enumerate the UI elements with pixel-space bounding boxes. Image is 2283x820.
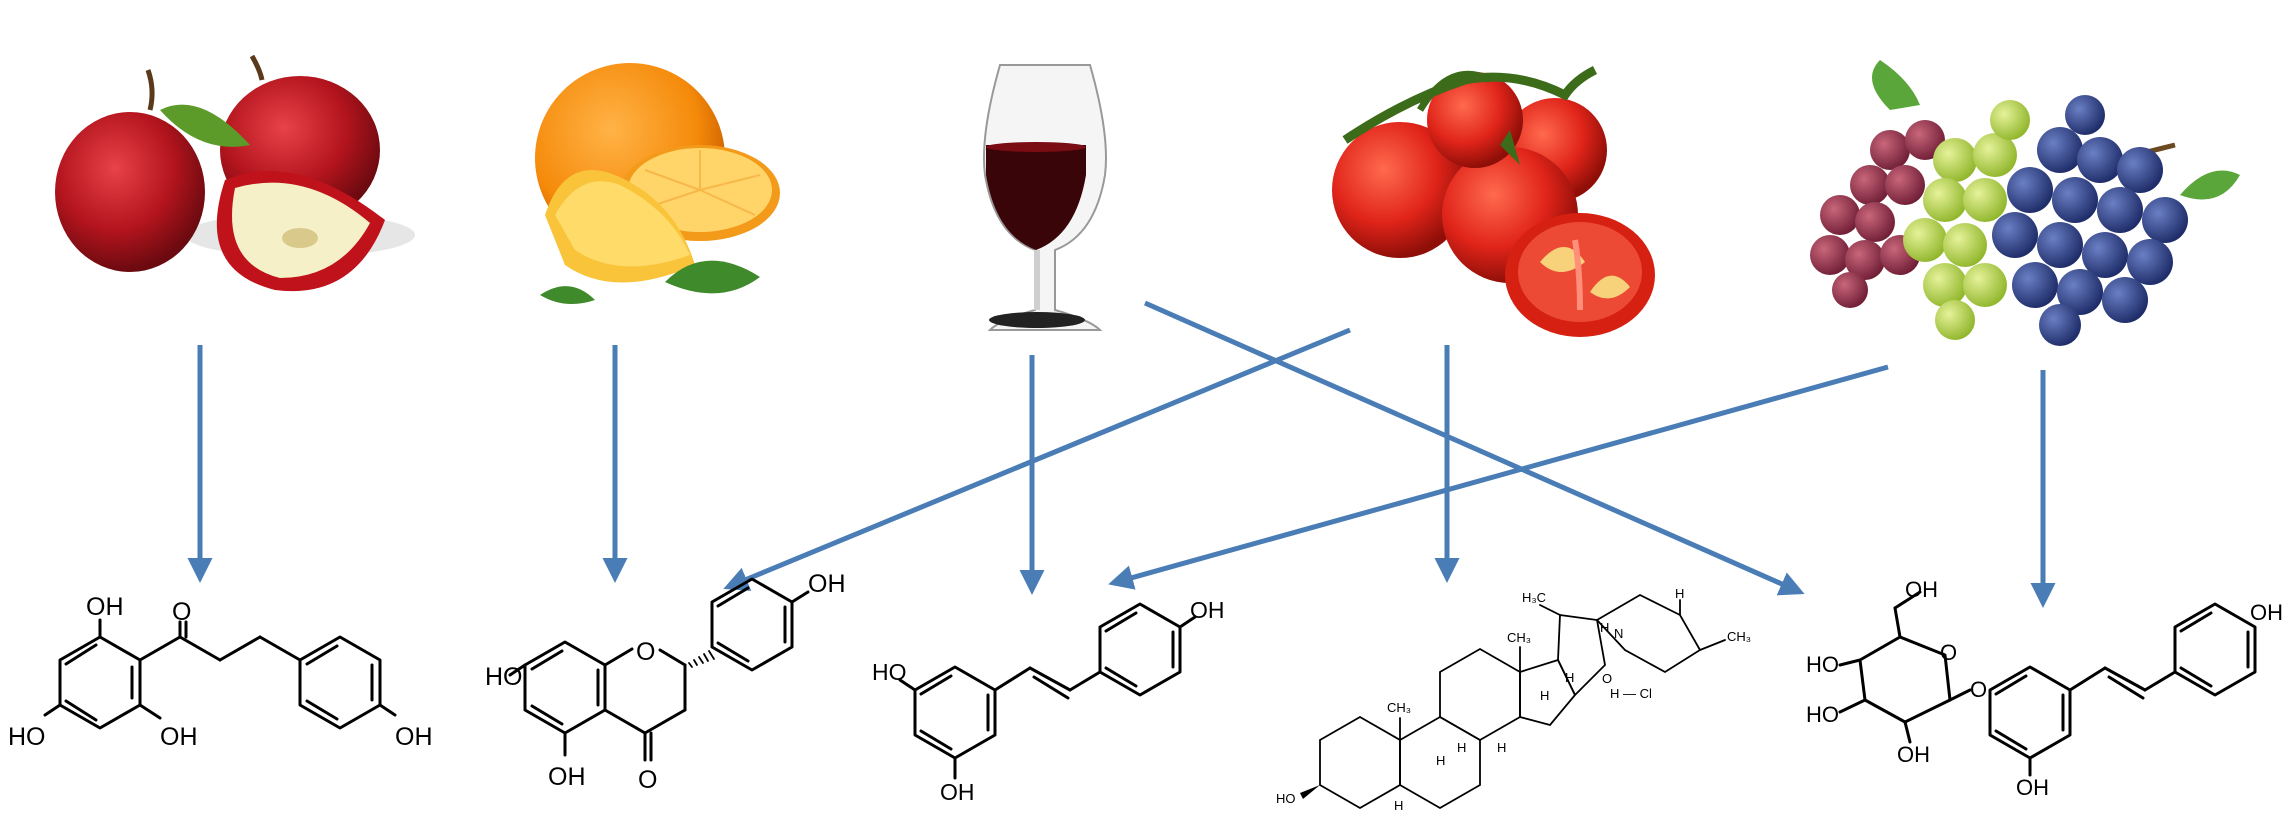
tomatidine-h3c: H₃C <box>1522 590 1546 605</box>
tomatidine-ho: HO <box>1276 791 1296 806</box>
phloretin-oh-bottom: OH <box>160 723 198 751</box>
tomatidine-h-c: H <box>1436 753 1445 768</box>
arrow-tomato-naringenin <box>723 327 1351 591</box>
resveratrol-oh-right: OH <box>1190 597 1225 623</box>
resveratrol-oh-bottom: OH <box>940 779 975 805</box>
tomatidine-h-top: H <box>1675 586 1684 601</box>
piceid-ho-a: HO <box>1806 652 1839 677</box>
arrows <box>187 300 2056 608</box>
naringenin-oh-bottom: OH <box>548 763 586 791</box>
grapes-image <box>1810 60 2240 346</box>
naringenin-oh-left: HO <box>485 663 523 691</box>
piceid-ch-oh: OH <box>1905 577 1938 602</box>
piceid-oh-bottom: OH <box>2016 775 2049 800</box>
tomatidine-h-a: H <box>1394 798 1403 813</box>
tomatidine-ch3-a: CH₃ <box>1387 700 1411 715</box>
naringenin-ring-o: O <box>636 638 655 666</box>
tomatidine-hcl: H — Cl <box>1610 686 1652 701</box>
tomatidine-ch3-right: CH₃ <box>1727 629 1751 644</box>
tomatidine-ring-o: O <box>1602 671 1612 686</box>
structure-piceid: OH HO HO OH O O OH OH <box>1806 577 2283 800</box>
tomatidine-h-d1: H <box>1540 688 1549 703</box>
piceid-ho-b: HO <box>1806 702 1839 727</box>
piceid-oh-right: OH <box>2250 600 2283 625</box>
piceid-link-o: O <box>1970 677 1987 702</box>
tomatidine-ch3-c: CH₃ <box>1507 630 1531 645</box>
piceid-oh-c: OH <box>1897 742 1930 767</box>
naringenin-oh-right: OH <box>808 570 846 598</box>
phloretin-oh-left: HO <box>8 723 46 751</box>
phloretin-carbonyl: O <box>172 598 191 626</box>
apple-image <box>55 54 415 292</box>
tomato-image <box>1332 65 1655 337</box>
naringenin-carbonyl: O <box>638 766 657 794</box>
tomatidine-h-b: H <box>1457 740 1466 755</box>
structure-resveratrol: HO OH OH <box>872 597 1225 805</box>
structure-tomatidine: H₃C N H H CH₃ H — Cl CH₃ CH₃ H O H H H H… <box>1276 586 1751 813</box>
phloretin-oh-right: OH <box>395 723 433 751</box>
arrow-grapes-resveratrol <box>1108 364 1889 590</box>
resveratrol-oh-left: HO <box>872 659 907 685</box>
structure-naringenin: HO O OH O OH <box>485 570 846 794</box>
structure-phloretin: OH O HO OH OH <box>8 593 433 751</box>
tomatidine-h-e: H <box>1565 670 1574 685</box>
tomatidine-nh-h: H <box>1600 620 1609 635</box>
piceid-ring-o: O <box>1940 640 1957 665</box>
orange-image <box>535 63 780 304</box>
arrow-wine-piceid <box>1143 300 1805 596</box>
tomatidine-h-d2: H <box>1497 740 1506 755</box>
phloretin-oh-top: OH <box>86 593 124 621</box>
wine-glass-image <box>983 64 1107 331</box>
tomatidine-nh: N <box>1614 626 1623 641</box>
